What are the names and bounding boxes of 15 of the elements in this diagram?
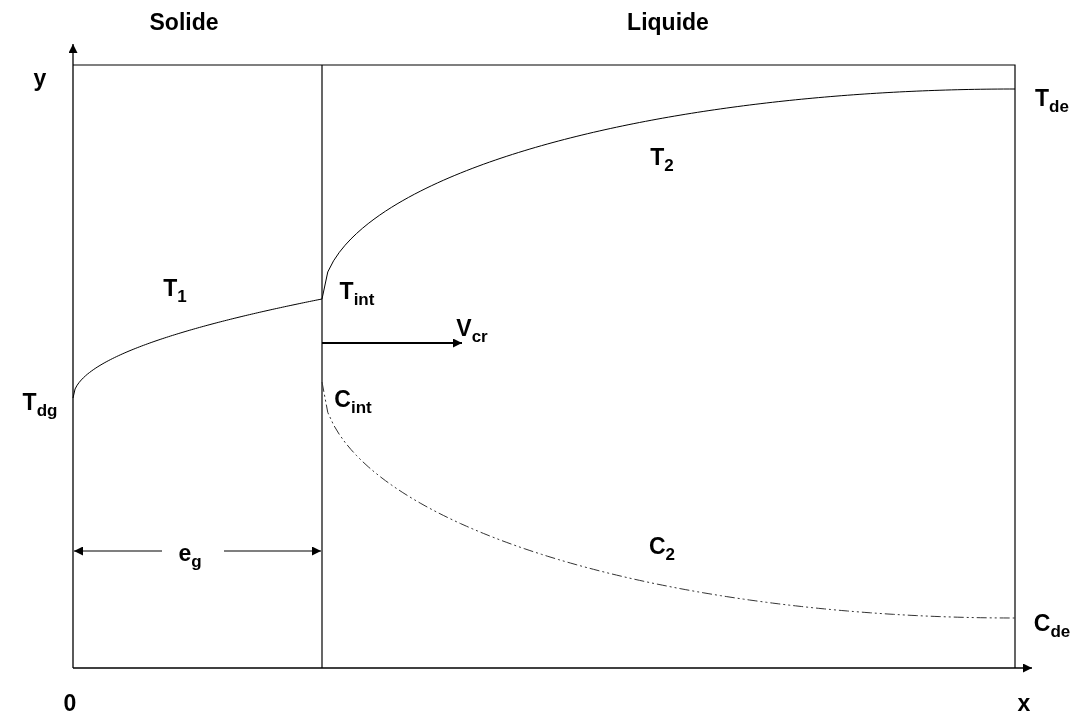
axis-label: y xyxy=(33,66,47,90)
curve-label: C$_{int}$ xyxy=(334,388,372,416)
region-label: Solide xyxy=(149,10,219,34)
region-label: Liquide xyxy=(627,10,709,34)
curve-label: C$_{de}$ xyxy=(1033,612,1071,640)
curve-label: T$_{2}$ xyxy=(650,146,674,174)
dimension-label: e$_{g}$ xyxy=(178,542,202,570)
axis-label: 0 xyxy=(63,691,77,715)
curve-label: T$_{de}$ xyxy=(1035,87,1069,115)
axis-label: x xyxy=(1017,691,1031,715)
curve-label: T$_{int}$ xyxy=(339,280,375,308)
curve-label: C$_{2}$ xyxy=(648,535,676,563)
vector-label: V$_{cr}$ xyxy=(456,317,488,345)
curve-label: T$_{dg}$ xyxy=(22,391,58,419)
curve-label: T$_{1}$ xyxy=(163,277,187,305)
